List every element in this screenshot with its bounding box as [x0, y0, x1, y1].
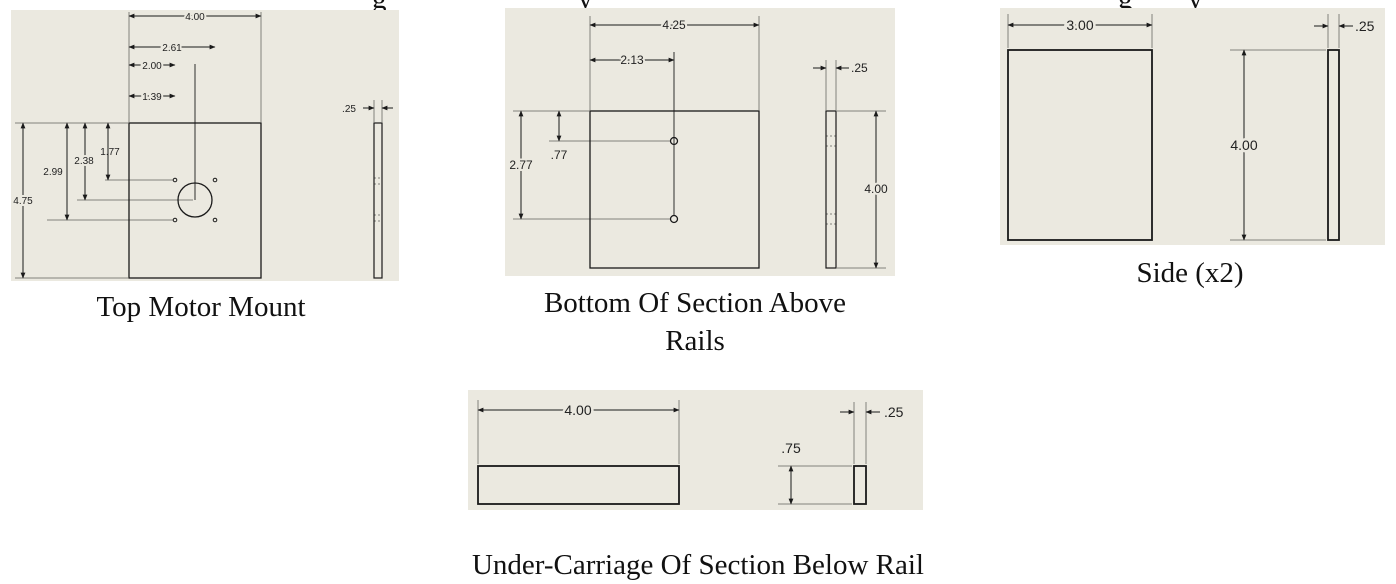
dim-hole-y1: 2.77 [509, 158, 533, 172]
dim-width: 4.25 [662, 18, 686, 32]
plate-side-view [373, 122, 383, 279]
caption-line: Bottom Of Section Above [543, 287, 847, 319]
dim-height: 4.75 [13, 196, 33, 207]
dim-hole-y3: 1.77 [100, 147, 120, 158]
drawing-sheet [505, 8, 895, 276]
dim-thickness: .25 [342, 104, 356, 115]
plate-side-view [825, 110, 837, 269]
top-motor-mount-drawing: 4.00 2.61 2.00 1.39 4.75 2.99 2.38 1.77 … [11, 10, 399, 281]
drawing-sheet [1000, 8, 1385, 245]
dim-height: 4.00 [1230, 137, 1257, 153]
mount-hole [212, 217, 218, 223]
drawing-sheet [11, 10, 399, 281]
dim-hole-y2: .77 [551, 148, 568, 162]
clipped-header-text: g y g y [0, 0, 1396, 15]
mount-hole [212, 177, 218, 183]
mount-hole [172, 217, 178, 223]
side-panel-edge-view [1327, 49, 1340, 241]
bottom-section-drawing: 4.25 2.13 2.77 .77 4.00 .25 [505, 8, 895, 276]
mount-hole [172, 177, 178, 183]
dim-thickness: .25 [884, 404, 904, 420]
rail-edge-view [853, 465, 867, 505]
dim-height: .75 [781, 440, 801, 456]
caption-line: Rails [665, 325, 725, 357]
plate-outline [589, 110, 760, 269]
dim-thickness: .25 [851, 61, 868, 75]
dim-height: 4.00 [864, 182, 888, 196]
dim-thickness: .25 [1355, 18, 1375, 34]
dim-hole-x3: 1.39 [142, 92, 162, 103]
dim-hole-x2: 2.00 [142, 61, 162, 72]
dim-width: 4.00 [564, 402, 591, 418]
side-drawing: 3.00 4.00 .25 [1000, 8, 1385, 245]
caption-top-motor-mount: Top Motor Mount [96, 291, 306, 323]
caption-side: Side (x2) [1136, 257, 1244, 289]
dim-width: 4.00 [185, 12, 205, 23]
dim-hole-y1: 2.99 [43, 167, 63, 178]
rail-outline [477, 465, 680, 505]
caption-undercarriage: Under-Carriage Of Section Below Rail [471, 549, 924, 581]
side-panel-outline [1007, 49, 1153, 241]
caption-bottom-section: Bottom Of Section Above Rails [500, 284, 890, 360]
undercarriage-drawing: 4.00 .75 .25 [468, 390, 923, 510]
dim-width: 3.00 [1066, 17, 1093, 33]
dim-hole-x: 2.13 [620, 53, 644, 67]
dim-hole-y2: 2.38 [74, 156, 94, 167]
dim-hole-x1: 2.61 [162, 43, 182, 54]
